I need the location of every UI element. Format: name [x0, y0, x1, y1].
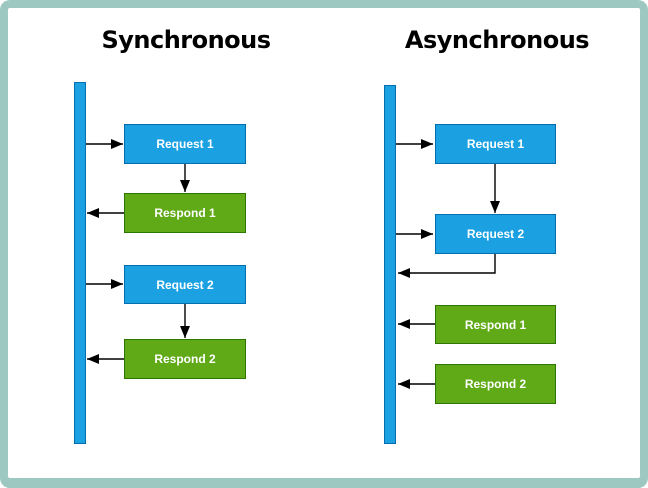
sync-request-2-box: Request 2 [124, 265, 246, 304]
sync-respond-2-label: Respond 2 [154, 352, 216, 366]
sync-request-2-label: Request 2 [156, 277, 214, 292]
sync-section-title: Synchronous [101, 26, 271, 54]
async-section-title: Asynchronous [404, 26, 590, 54]
sync-request-1-box: Request 1 [124, 124, 246, 164]
sync-request-1-label: Request 1 [156, 137, 214, 151]
async-request-1-box: Request 1 [435, 124, 556, 164]
async-respond-2-label: Respond 2 [464, 377, 527, 391]
async-lifeline-bar [384, 85, 396, 444]
sync-respond-2-box: Respond 2 [124, 339, 246, 379]
async-respond-2-box: Respond 2 [435, 364, 556, 404]
async-request-1-label: Request 1 [466, 137, 525, 151]
async-respond-1-label: Respond 1 [464, 317, 527, 332]
async-request-2-label: Request 2 [466, 227, 525, 241]
async-respond-1-box: Respond 1 [435, 305, 556, 344]
sync-respond-1-box: Respond 1 [124, 193, 246, 233]
sync-respond-1-label: Respond 1 [154, 206, 216, 220]
sync-lifeline-bar [74, 82, 86, 444]
async-request-2-box: Request 2 [435, 214, 556, 254]
